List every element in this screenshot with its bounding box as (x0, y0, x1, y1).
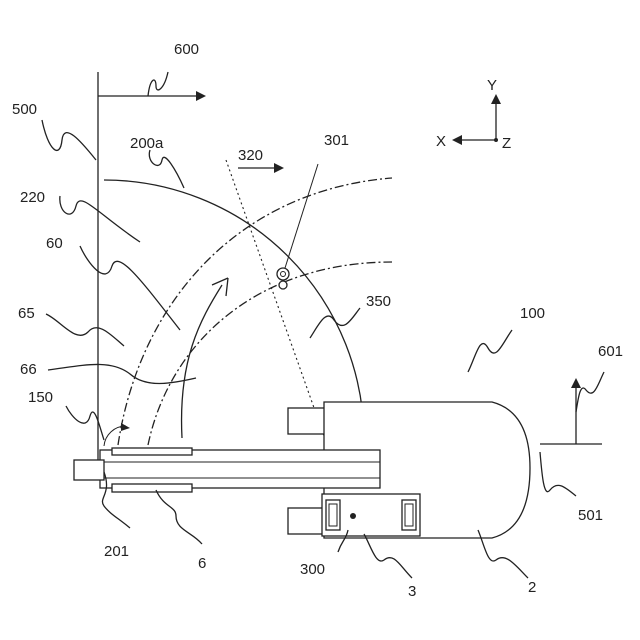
label-6: 6 (198, 555, 206, 572)
label-2: 2 (528, 579, 536, 596)
axis-indicator: Y X Z (436, 77, 511, 152)
label-100: 100 (520, 305, 545, 322)
label-600: 600 (174, 41, 199, 58)
label-65: 65 (18, 305, 35, 322)
x-axis-label: X (436, 133, 446, 150)
z-axis-label: Z (502, 135, 511, 152)
unit-3 (322, 494, 420, 536)
label-500: 500 (12, 101, 37, 118)
arrow-320 (238, 163, 284, 173)
label-501: 501 (578, 507, 603, 524)
label-3: 3 (408, 583, 416, 600)
reference-line-501 (540, 378, 602, 444)
label-601: 601 (598, 343, 623, 360)
label-350: 350 (366, 293, 391, 310)
label-201: 201 (104, 543, 129, 560)
outer-range-arc (104, 180, 364, 440)
label-220: 220 (20, 189, 45, 206)
label-60: 60 (46, 235, 63, 252)
y-axis-label: Y (487, 77, 497, 94)
travel-arrow (182, 278, 228, 438)
label-300: 300 (300, 561, 325, 578)
label-200a: 200a (130, 135, 164, 152)
sensor-301 (277, 164, 318, 289)
reference-line-500 (98, 72, 206, 462)
label-301: 301 (324, 132, 349, 149)
label-66: 66 (20, 361, 37, 378)
label-150: 150 (28, 389, 53, 406)
label-320: 320 (238, 147, 263, 164)
arm-6 (74, 448, 380, 492)
